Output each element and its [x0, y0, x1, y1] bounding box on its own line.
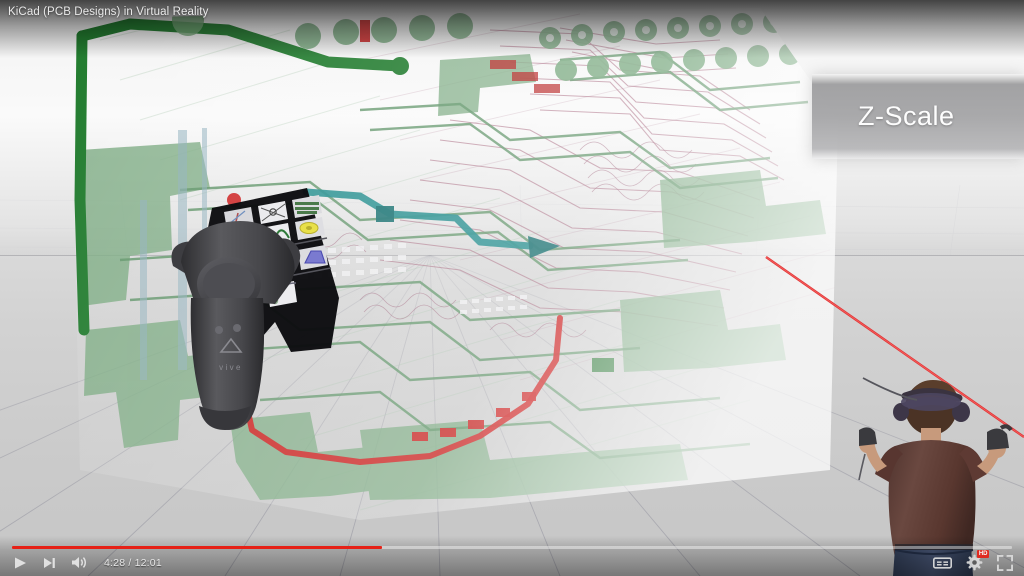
controller-body: vive: [171, 221, 301, 430]
next-track-icon: [44, 557, 55, 568]
player-right-controls: HD: [933, 550, 1013, 571]
gear-icon: [966, 554, 983, 571]
fullscreen-icon: [997, 554, 1013, 571]
closed-captions-icon: [933, 556, 952, 569]
pcb-board-3d: [60, 0, 850, 545]
video-title: KiCad (PCB Designs) in Virtual Reality: [8, 6, 209, 18]
z-scale-panel[interactable]: Z-Scale: [812, 74, 1024, 159]
progress-bar-fill: [12, 546, 382, 549]
progress-bar-track[interactable]: [12, 546, 1012, 549]
play-button[interactable]: [12, 556, 28, 570]
player-control-bar: 4:28 / 12:01: [0, 536, 1024, 576]
svg-text:vive: vive: [219, 363, 243, 372]
volume-button[interactable]: [70, 555, 88, 570]
hd-quality-badge: HD: [977, 550, 989, 558]
vr-user: [858, 377, 1013, 576]
vive-controller[interactable]: vive: [155, 180, 370, 525]
volume-speaker-icon: [72, 557, 86, 568]
z-scale-label: Z-Scale: [858, 101, 955, 131]
player-button-row: 4:28 / 12:01: [0, 549, 1024, 576]
fullscreen-button[interactable]: [997, 554, 1013, 571]
next-video-button[interactable]: [41, 556, 57, 570]
player-left-controls: 4:28 / 12:01: [12, 555, 162, 570]
subtitles-button[interactable]: [933, 556, 952, 570]
time-display: 4:28 / 12:01: [104, 556, 162, 569]
settings-button[interactable]: HD: [966, 550, 989, 571]
play-icon: [15, 557, 26, 568]
